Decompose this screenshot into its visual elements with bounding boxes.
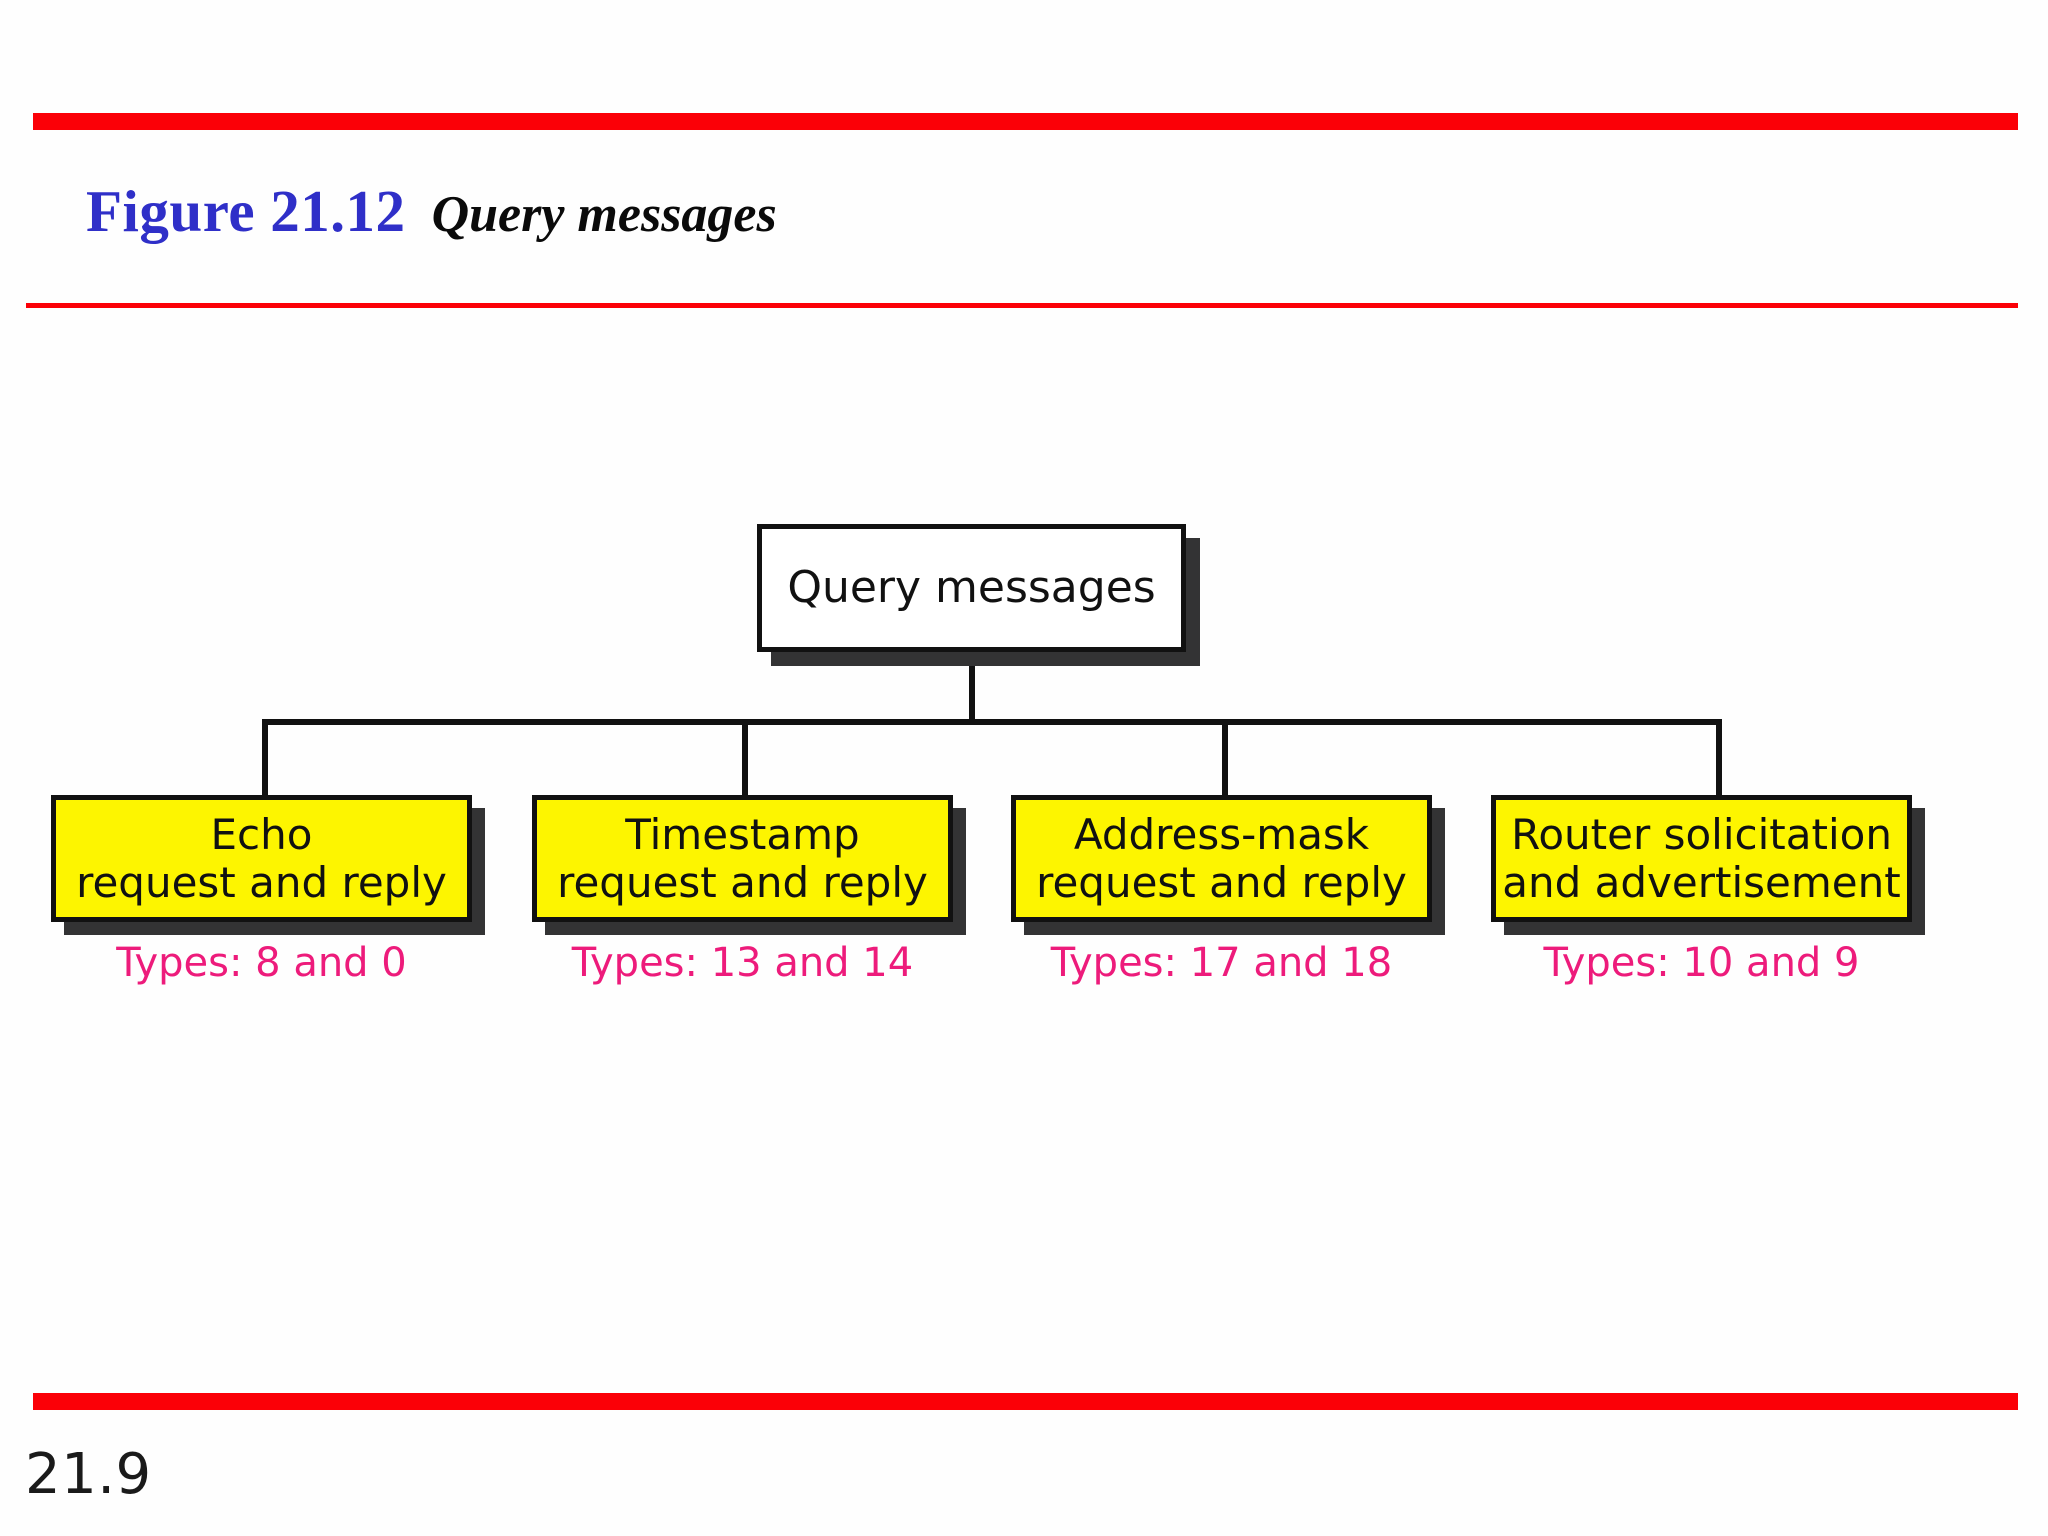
connector-drop-router-solicitation: [1716, 719, 1722, 797]
bottom-rule-thick: [33, 1393, 2018, 1410]
figure-number-label: Figure 21.12: [86, 178, 406, 244]
types-label-address-mask: Types: 17 and 18: [1050, 940, 1393, 986]
connector-drop-timestamp: [742, 719, 748, 797]
types-label-timestamp: Types: 13 and 14: [571, 940, 914, 986]
node-address-mask-line2: request and reply: [1036, 857, 1407, 907]
node-router-solicitation-line2: and advertisement: [1502, 857, 1901, 907]
node-router-solicitation-line1: Router solicitation: [1511, 810, 1892, 860]
node-timestamp: Timestamp request and reply: [532, 795, 953, 922]
figure-caption: Query messages: [431, 186, 777, 243]
node-address-mask: Address-mask request and reply: [1011, 795, 1432, 922]
node-router-solicitation: Router solicitation and advertisement: [1491, 795, 1912, 922]
node-address-mask-line1: Address-mask: [1073, 810, 1370, 860]
top-rule-thick: [33, 113, 2018, 130]
node-root-label: Query messages: [787, 562, 1156, 614]
connector-root-stem: [969, 652, 975, 724]
header-rule-thin: [26, 303, 2018, 308]
node-root-query-messages: Query messages: [757, 524, 1186, 652]
types-label-echo: Types: 8 and 0: [116, 940, 407, 986]
node-echo-line1: Echo: [210, 810, 313, 860]
types-label-router-solicitation: Types: 10 and 9: [1543, 940, 1860, 986]
page-number: 21.9: [25, 1442, 152, 1507]
connector-horizontal-bus: [262, 719, 1722, 725]
node-timestamp-line2: request and reply: [557, 857, 928, 907]
node-echo-line2: request and reply: [76, 857, 447, 907]
connector-drop-echo: [262, 719, 268, 797]
node-timestamp-line1: Timestamp: [625, 810, 860, 860]
node-echo: Echo request and reply: [51, 795, 472, 922]
connector-drop-address-mask: [1222, 719, 1228, 797]
